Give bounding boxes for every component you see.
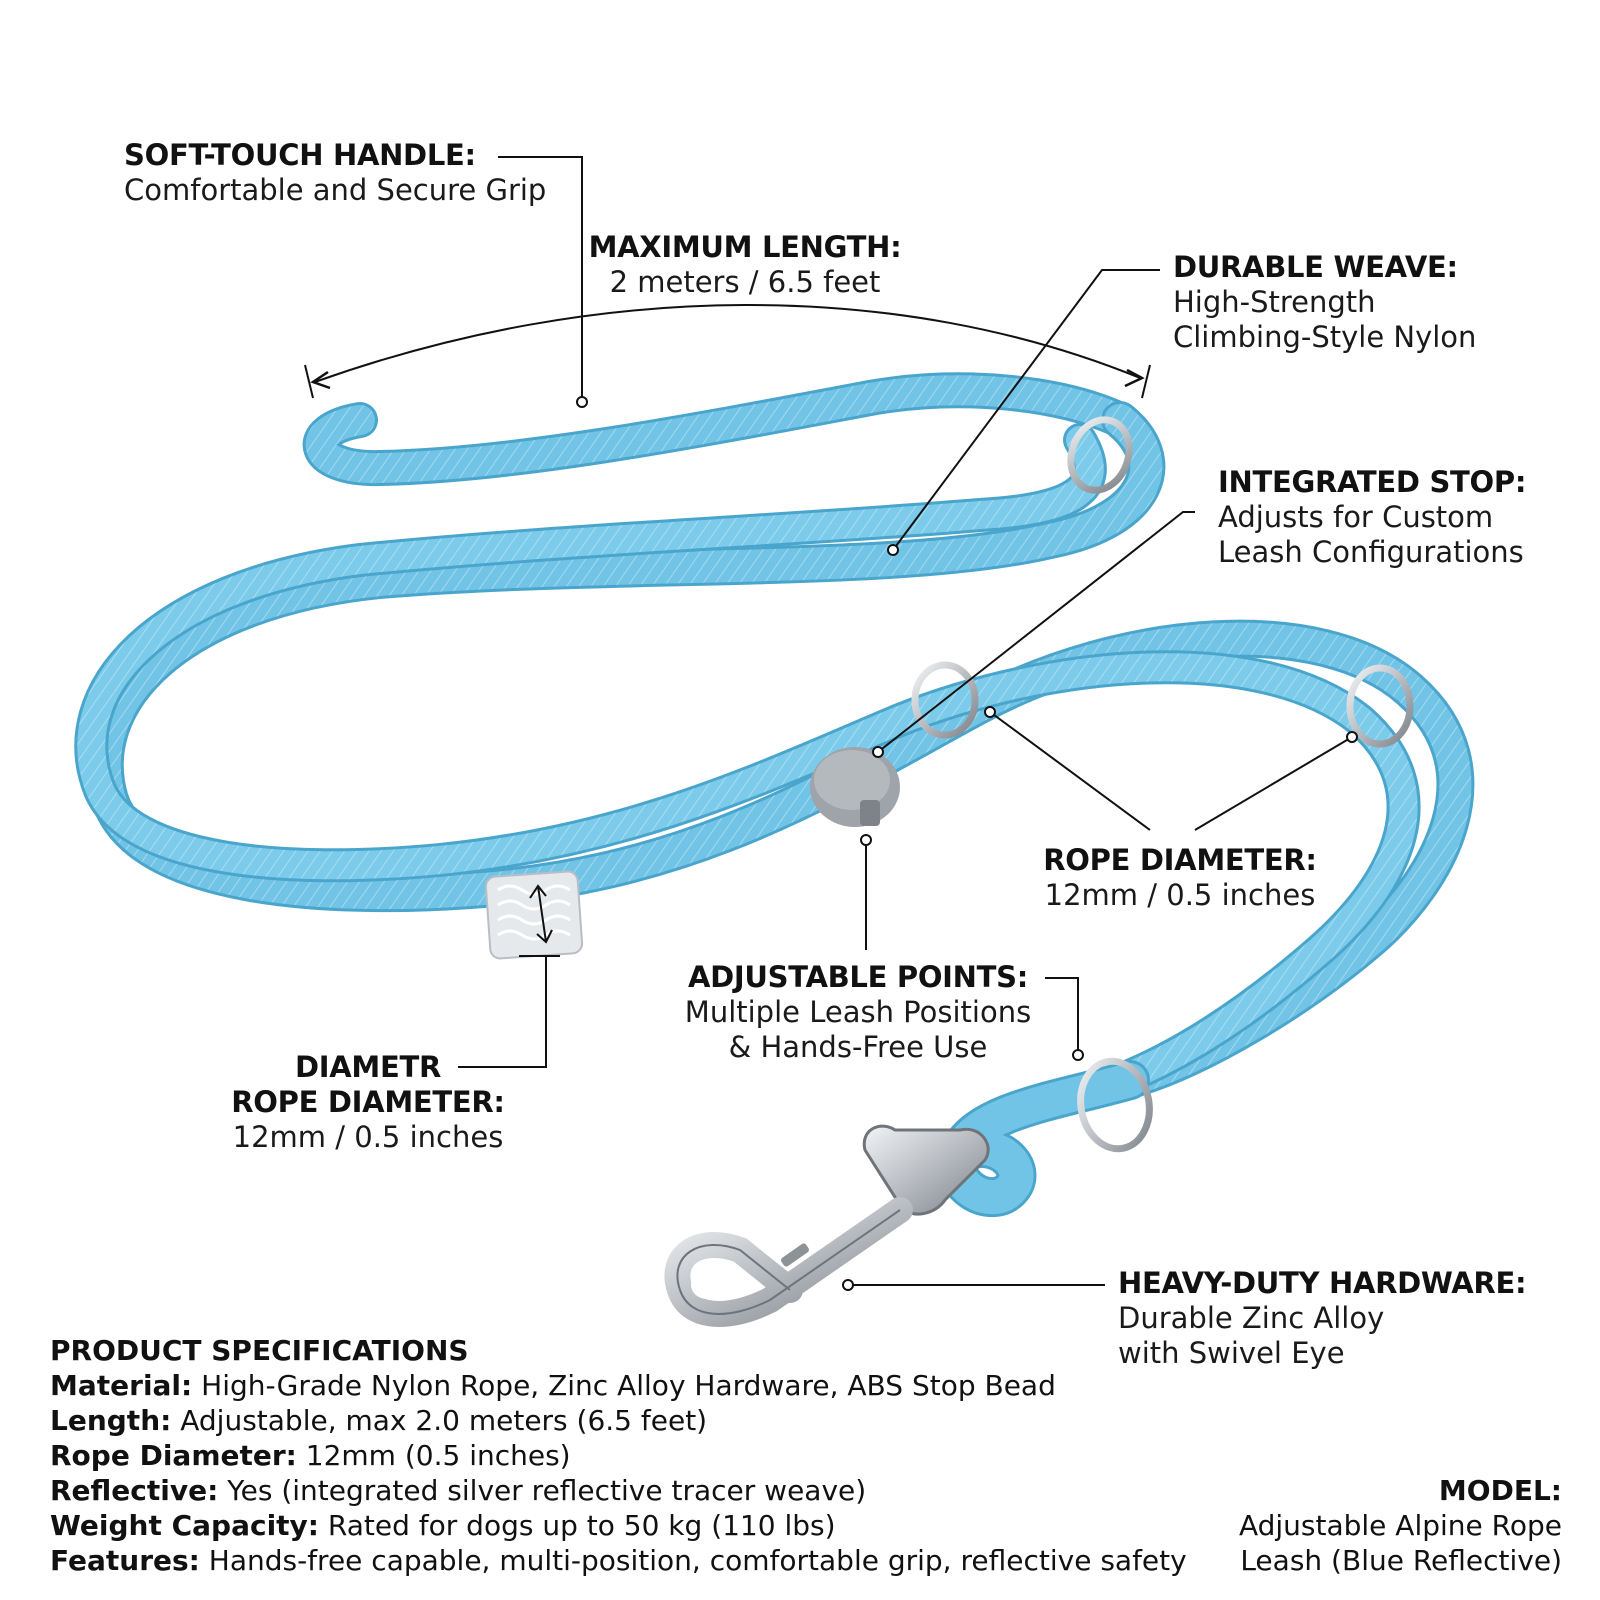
leader-lines bbox=[304, 156, 1353, 1286]
spec-value: 12mm (0.5 inches) bbox=[305, 1439, 571, 1472]
spec-label: Rope Diameter: bbox=[50, 1439, 297, 1472]
callout-text: Adjusts for Custom bbox=[1218, 499, 1494, 534]
callout-heading: DIAMETR bbox=[295, 1050, 441, 1084]
callout-text: 2 meters / 6.5 feet bbox=[609, 264, 881, 299]
ring-right bbox=[1346, 664, 1414, 748]
spec-label: Material: bbox=[50, 1369, 193, 1402]
ring-middle bbox=[911, 661, 979, 739]
spec-label: Length: bbox=[50, 1404, 172, 1437]
callout-text: Climbing-Style Nylon bbox=[1173, 319, 1477, 354]
callout-handle: SOFT-TOUCH HANDLE: Comfortable and Secur… bbox=[124, 138, 546, 208]
callout-heading: SOFT-TOUCH HANDLE: bbox=[124, 138, 476, 172]
spec-row: Rope Diameter: 12mm (0.5 inches) bbox=[50, 1438, 1190, 1473]
spec-row: Features: Hands-free capable, multi-posi… bbox=[50, 1543, 1190, 1578]
callout-text: High-Strength bbox=[1173, 284, 1376, 319]
callout-integrated-stop: INTEGRATED STOP: Adjusts for Custom Leas… bbox=[1218, 465, 1526, 569]
reflective-band bbox=[484, 870, 584, 960]
spec-row: Material: High-Grade Nylon Rope, Zinc Al… bbox=[50, 1368, 1190, 1403]
callout-adjustable-points: ADJUSTABLE POINTS: Multiple Leash Positi… bbox=[668, 960, 1048, 1064]
callout-heading: INTEGRATED STOP: bbox=[1218, 465, 1527, 499]
callout-rope-diameter-left: DIAMETR ROPE DIAMETER: 12mm / 0.5 inches bbox=[208, 1050, 528, 1154]
model-heading: MODEL: bbox=[1438, 1474, 1562, 1507]
spec-row: Length: Adjustable, max 2.0 meters (6.5 … bbox=[50, 1403, 1190, 1438]
callout-text: & Hands-Free Use bbox=[728, 1029, 988, 1064]
callout-durable-weave: DURABLE WEAVE: High-Strength Climbing-St… bbox=[1173, 250, 1476, 354]
spec-label: Weight Capacity: bbox=[50, 1509, 319, 1542]
snap-hook bbox=[664, 1124, 990, 1327]
callout-text: Durable Zinc Alloy bbox=[1118, 1300, 1385, 1335]
spec-label: Reflective: bbox=[50, 1474, 219, 1507]
callout-heading: DURABLE WEAVE: bbox=[1173, 250, 1458, 284]
spec-value: Hands-free capable, multi-position, comf… bbox=[208, 1544, 1187, 1577]
callout-text: Comfortable and Secure Grip bbox=[124, 172, 547, 207]
ring-bottom bbox=[1077, 1057, 1153, 1153]
product-specifications: PRODUCT SPECIFICATIONS Material: High-Gr… bbox=[50, 1333, 1190, 1578]
callout-hardware: HEAVY-DUTY HARDWARE: Durable Zinc Alloy … bbox=[1118, 1266, 1527, 1370]
spec-value: High-Grade Nylon Rope, Zinc Alloy Hardwa… bbox=[201, 1369, 1056, 1402]
callout-heading: ADJUSTABLE POINTS: bbox=[687, 960, 1029, 994]
callout-heading-2: ROPE DIAMETER: bbox=[231, 1084, 505, 1119]
length-arc bbox=[314, 304, 1141, 383]
rope bbox=[74, 372, 1475, 1218]
callout-max-length: MAXIMUM LENGTH: 2 meters / 6.5 feet bbox=[560, 230, 930, 300]
callout-text: 12mm / 0.5 inches bbox=[1044, 877, 1316, 912]
spec-label: Features: bbox=[50, 1544, 200, 1577]
model-info: MODEL: Adjustable Alpine Rope Leash (Blu… bbox=[1239, 1473, 1562, 1578]
spec-row: Reflective: Yes (integrated silver refle… bbox=[50, 1473, 1190, 1508]
spec-value: Adjustable, max 2.0 meters (6.5 feet) bbox=[180, 1404, 708, 1437]
callout-text: 12mm / 0.5 inches bbox=[232, 1119, 504, 1154]
specs-title: PRODUCT SPECIFICATIONS bbox=[50, 1334, 469, 1367]
callout-text: with Swivel Eye bbox=[1118, 1335, 1345, 1370]
o-rings bbox=[911, 416, 1414, 1153]
model-name-line: Adjustable Alpine Rope bbox=[1238, 1509, 1562, 1542]
leader-dots bbox=[576, 396, 1358, 1291]
spec-row: Weight Capacity: Rated for dogs up to 50… bbox=[50, 1508, 1190, 1543]
model-name-line: Leash (Blue Reflective) bbox=[1240, 1544, 1562, 1577]
callout-heading: HEAVY-DUTY HARDWARE: bbox=[1118, 1266, 1527, 1300]
callout-text: Multiple Leash Positions bbox=[684, 994, 1032, 1029]
callout-heading: MAXIMUM LENGTH: bbox=[588, 230, 902, 264]
stop-bead bbox=[810, 747, 900, 827]
spec-value: Rated for dogs up to 50 kg (110 lbs) bbox=[327, 1509, 836, 1542]
ring-top bbox=[1067, 416, 1133, 494]
callout-heading: ROPE DIAMETER: bbox=[1043, 843, 1317, 877]
callout-text: Leash Configurations bbox=[1218, 534, 1524, 569]
callout-rope-diameter-right: ROPE DIAMETER: 12mm / 0.5 inches bbox=[1030, 843, 1330, 913]
spec-value: Yes (integrated silver reflective tracer… bbox=[227, 1474, 867, 1507]
